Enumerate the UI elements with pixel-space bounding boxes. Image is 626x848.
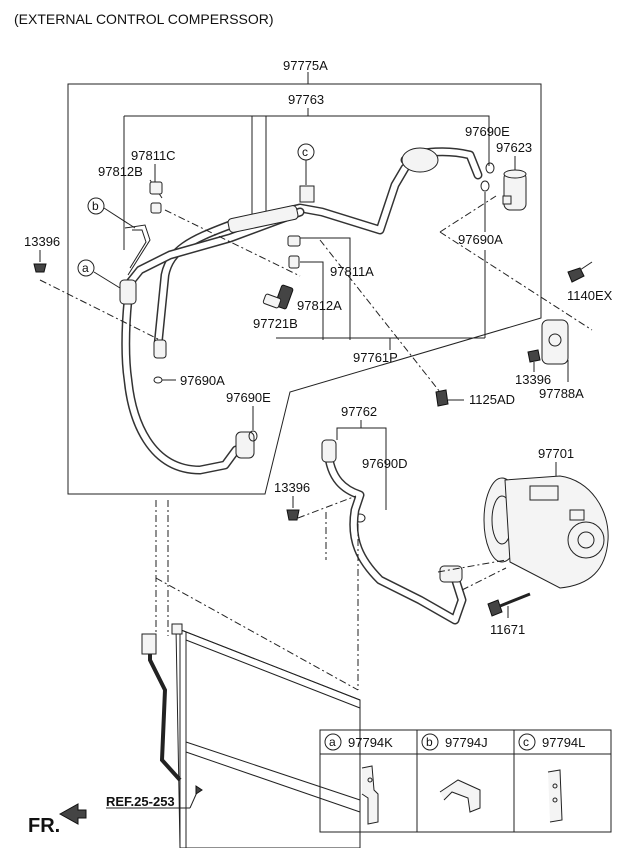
legend-letter-c: c [523, 735, 529, 749]
o-ring-97690E [485, 162, 495, 174]
label-97721B: 97721B [253, 316, 298, 331]
compressor-97701 [483, 475, 609, 589]
ref-label: REF.25-253 [106, 794, 175, 809]
sensor-cap-97811C [149, 181, 163, 195]
label-1140EX: 1140EX [567, 288, 613, 303]
bracket-97788A [541, 319, 569, 365]
legend-part-97794L: 97794L [542, 735, 585, 750]
callout-c-letter: c [302, 145, 308, 159]
legend-callout-b [421, 733, 439, 751]
legend-letter-a: a [329, 735, 336, 749]
label-13396-left: 13396 [24, 234, 60, 249]
label-97690D: 97690D [362, 456, 408, 471]
label-97775A: 97775A [283, 58, 328, 73]
condenser-ref-25-253 [141, 623, 361, 848]
bracket-97794L-drawing [547, 769, 563, 823]
label-97690E-top: 97690E [465, 124, 510, 139]
label-97811C: 97811C [131, 148, 176, 163]
front-indicator: FR. [28, 815, 60, 837]
callout-b-top [87, 197, 105, 215]
o-ring-97690A-right [480, 180, 490, 192]
label-97812A: 97812A [297, 298, 342, 313]
label-97690E-mid: 97690E [226, 390, 271, 405]
label-1125AD: 1125AD [469, 392, 515, 407]
label-97788A: 97788A [539, 386, 584, 401]
nut-13396-right [527, 349, 541, 363]
bracket-legend-table: a 97794K b 97794J c 97794L [319, 729, 612, 833]
label-97763: 97763 [288, 92, 324, 107]
callout-a-letter: a [82, 261, 89, 275]
label-11671: 11671 [490, 622, 525, 637]
discharge-hose-97762 [321, 439, 467, 625]
callout-b-letter: b [92, 199, 99, 213]
bracket-97794K-drawing [361, 765, 379, 825]
legend-part-97794J: 97794J [445, 735, 488, 750]
diagram-header: (EXTERNAL CONTROL COMPERSSOR) [14, 11, 274, 27]
pipe-assembly-97763 [119, 147, 483, 475]
bolt-1125AD [435, 389, 449, 407]
legend-callout-c [518, 733, 536, 751]
label-97690A-left: 97690A [180, 373, 225, 388]
receiver-drier-97623 [502, 169, 527, 211]
o-ring-97690A-left [153, 376, 163, 384]
bracket-97794J-drawing [439, 779, 481, 813]
bolt-1140EX [567, 267, 585, 283]
label-97690A-right: 97690A [458, 232, 503, 247]
legend-letter-b: b [426, 735, 433, 749]
label-13396-right: 13396 [515, 372, 551, 387]
nut-13396-mid [286, 509, 300, 521]
bracket-b [124, 224, 151, 276]
bolt-11671 [487, 592, 531, 617]
front-arrow-icon [58, 803, 87, 825]
pressure-sensor-97721B [262, 284, 294, 310]
nut-13396-left [33, 263, 47, 273]
o-ring-97690E-mid [248, 430, 258, 442]
label-97811A: 97811A [330, 264, 374, 279]
label-97701: 97701 [538, 446, 574, 461]
label-97623: 97623 [496, 140, 532, 155]
label-13396-mid: 13396 [274, 480, 310, 495]
cap-97811A [287, 235, 301, 247]
legend-part-97794K: 97794K [348, 735, 393, 750]
valve-core-97812B [150, 202, 162, 214]
label-97762: 97762 [341, 404, 377, 419]
label-97761P: 97761P [353, 350, 398, 365]
assembly-outline [67, 83, 542, 495]
callout-a-top [77, 259, 95, 277]
label-97812B: 97812B [98, 164, 143, 179]
legend-callout-a [324, 733, 342, 751]
valve-core-97812A [288, 255, 300, 269]
